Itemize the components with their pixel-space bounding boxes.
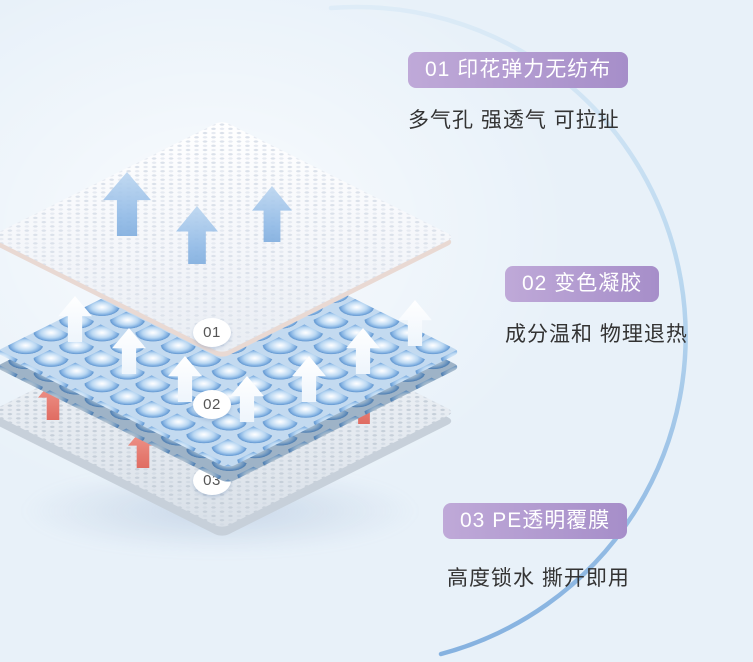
arc-path xyxy=(328,4,688,657)
layer-badge-02: 02 xyxy=(193,390,231,419)
callout-pill-02: 02 变色凝胶 xyxy=(505,266,660,303)
layer-badge-01: 01 xyxy=(193,318,231,347)
callout-subtitle-03: 高度锁水 撕开即用 xyxy=(447,567,630,590)
callout-subtitle-01: 多气孔 强透气 可拉扯 xyxy=(408,109,620,132)
callout-subtitle-02: 成分温和 物理退热 xyxy=(505,323,688,346)
callout-pill-03: 03 PE透明覆膜 xyxy=(443,503,628,540)
callout-pill-01: 01 印花弹力无纺布 xyxy=(408,52,629,89)
